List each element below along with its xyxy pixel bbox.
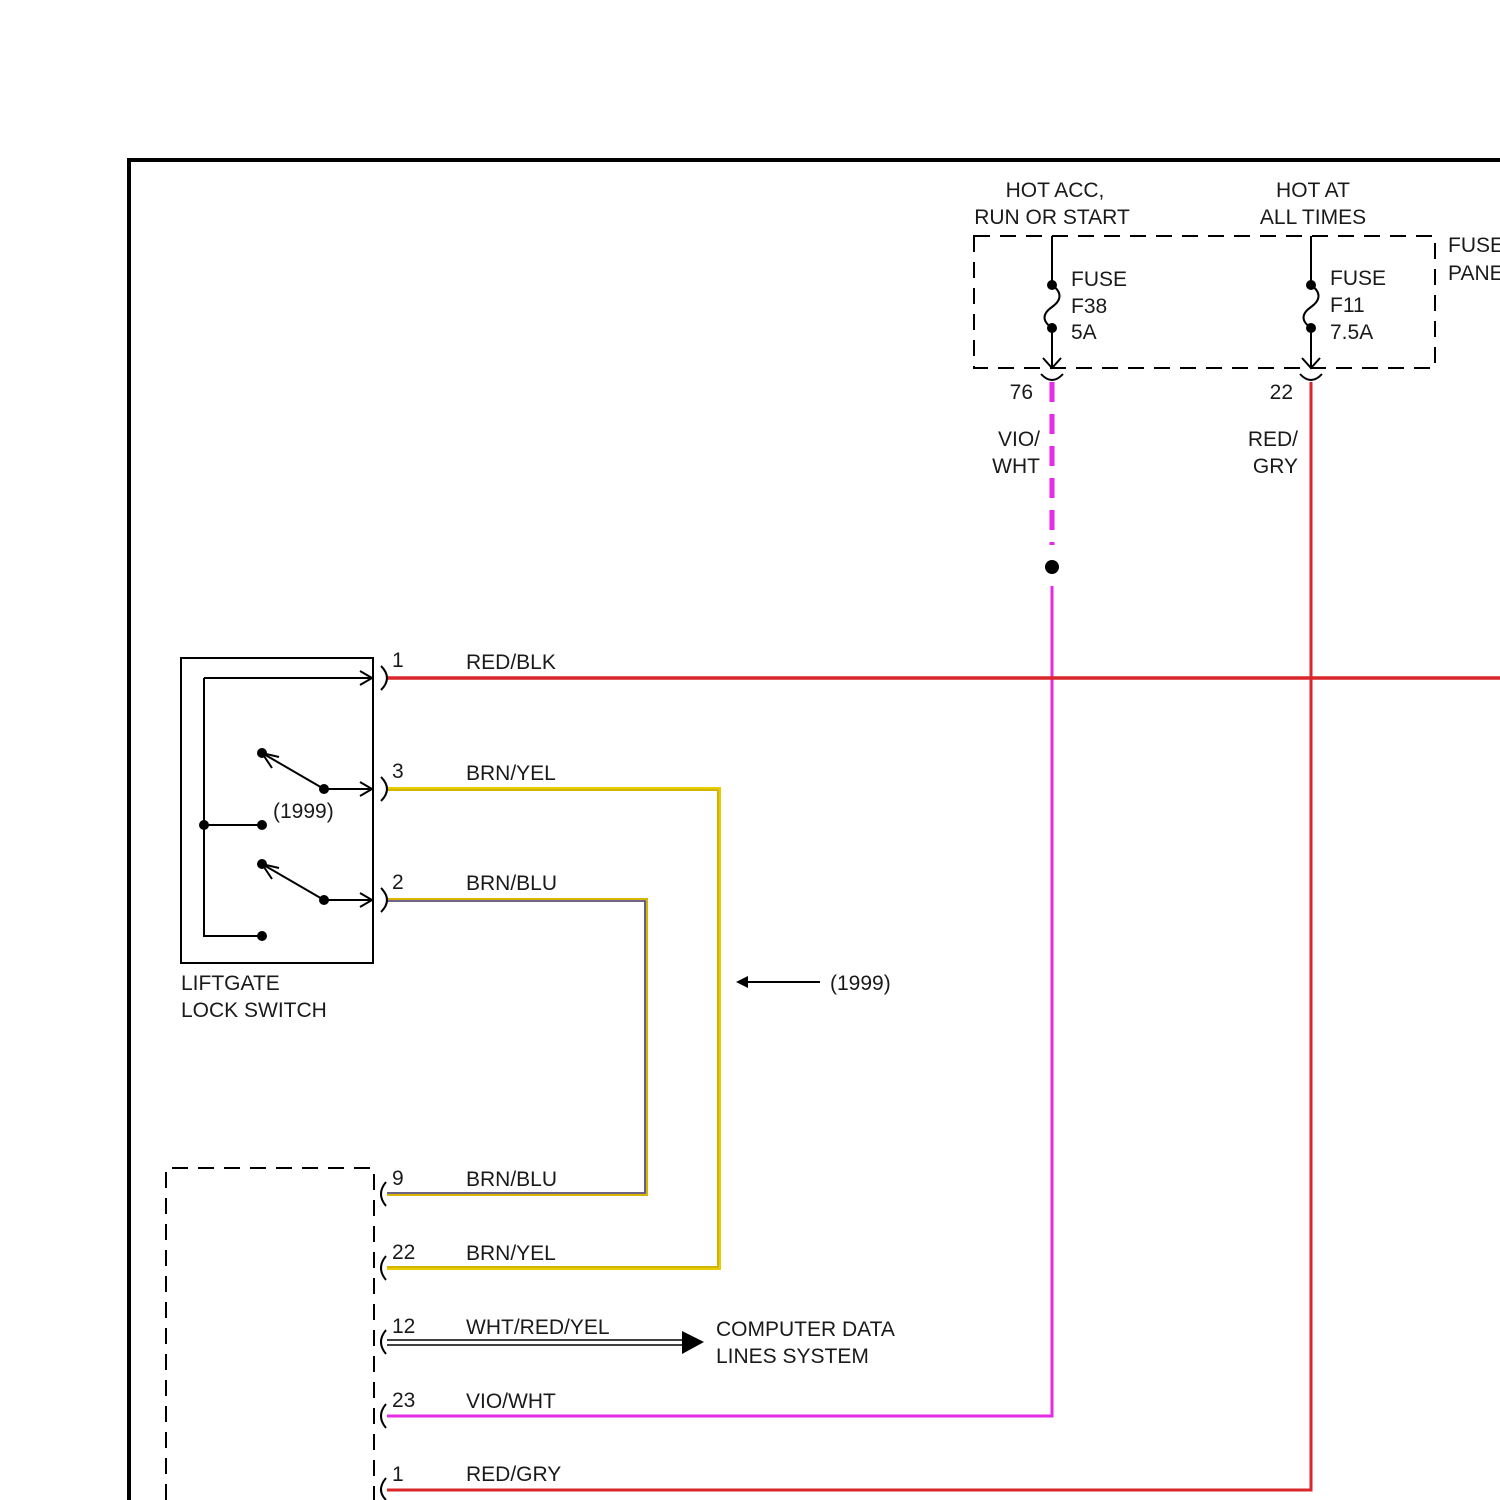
module-outline [166, 1168, 374, 1500]
switch-wire-red-blk: RED/BLK [466, 651, 556, 674]
module-pin-12: 12 [392, 1315, 415, 1338]
module-wire-vio-wht: VIO/WHT [466, 1390, 556, 1413]
fuse-f38-node-bottom [1047, 323, 1057, 333]
fuse-f38-id: F38 [1071, 295, 1107, 318]
data-lines-label: COMPUTER DATA [716, 1318, 895, 1341]
module-wire-brn-yel: BRN/YEL [466, 1242, 556, 1265]
data-line-arrow [682, 1331, 704, 1354]
switch-wire-brn-blu: BRN/BLU [466, 872, 557, 895]
fuse-f11-id: F11 [1330, 294, 1365, 317]
module-wire-brn-blu: BRN/BLU [466, 1168, 557, 1191]
switch-connector-symbols [381, 666, 387, 912]
switch-contact [257, 820, 267, 830]
feed-a-label: HOT ACC, [1006, 179, 1105, 202]
switch-label: LIFTGATE [181, 972, 280, 995]
module-pin-1: 1 [392, 1463, 404, 1486]
switch-contact [319, 784, 329, 794]
feed-b-label: HOT AT [1276, 179, 1350, 202]
module-pin-23: 23 [392, 1389, 415, 1412]
fuse-panel-box [974, 236, 1435, 368]
module-pin-22: 22 [392, 1241, 415, 1264]
switch-year-note: (1999) [273, 800, 334, 823]
red-gry-label: RED/ [1248, 428, 1298, 451]
switch-wire-brn-yel: BRN/YEL [466, 762, 556, 785]
switch-contact [257, 748, 267, 758]
year-arrow-head [736, 976, 748, 988]
switch-pin-3: 3 [392, 760, 404, 783]
diagram-frame [129, 160, 1500, 1500]
switch-pin-1: 1 [392, 649, 404, 672]
brn-blu-wire [387, 900, 646, 1194]
switch-contact [257, 931, 267, 941]
switch-contact [199, 820, 209, 830]
switch-contact [257, 859, 267, 869]
module-wire-red-gry: RED/GRY [466, 1463, 561, 1486]
switch-pin-2: 2 [392, 871, 404, 894]
data-lines-label-2: LINES SYSTEM [716, 1345, 869, 1368]
fuse-f11-symbol [1300, 236, 1322, 380]
fuse-f38-rating: 5A [1071, 321, 1097, 344]
fuse-f38-label: FUSE [1071, 268, 1127, 291]
brn-blu-wire-stripe [387, 901, 645, 1193]
fuse-f11-rating: 7.5A [1330, 321, 1373, 344]
module-pin-9: 9 [392, 1167, 404, 1190]
fuse-f11-node-top [1306, 280, 1316, 290]
fuse-panel-label-2: PANEL [1448, 262, 1500, 285]
vio-wht-label: VIO/ [998, 428, 1040, 451]
switch-label-2: LOCK SWITCH [181, 999, 327, 1022]
switch-contact [319, 895, 329, 905]
feed-b-label-2: ALL TIMES [1260, 206, 1366, 229]
fuse-panel-label: FUSE [1448, 234, 1500, 257]
brn-yel-wire [387, 789, 719, 1268]
red-gry-label-2: GRY [1253, 455, 1298, 478]
module-wire-wht-red-yel: WHT/RED/YEL [466, 1316, 610, 1339]
fuse-f11-label: FUSE [1330, 267, 1386, 290]
vio-wht-splice [1045, 560, 1059, 574]
fuse-f11-node-bottom [1306, 323, 1316, 333]
year-arrow-label: (1999) [830, 972, 891, 995]
fuse-f38-node-top [1047, 280, 1057, 290]
vio-wht-label-2: WHT [992, 455, 1040, 478]
fuse-f11-pin: 22 [1270, 381, 1293, 404]
fuse-f38-pin: 76 [1010, 381, 1033, 404]
feed-a-label-2: RUN OR START [974, 206, 1130, 229]
fuse-f38-symbol [1041, 236, 1063, 380]
module-connector-symbols [381, 1182, 386, 1500]
